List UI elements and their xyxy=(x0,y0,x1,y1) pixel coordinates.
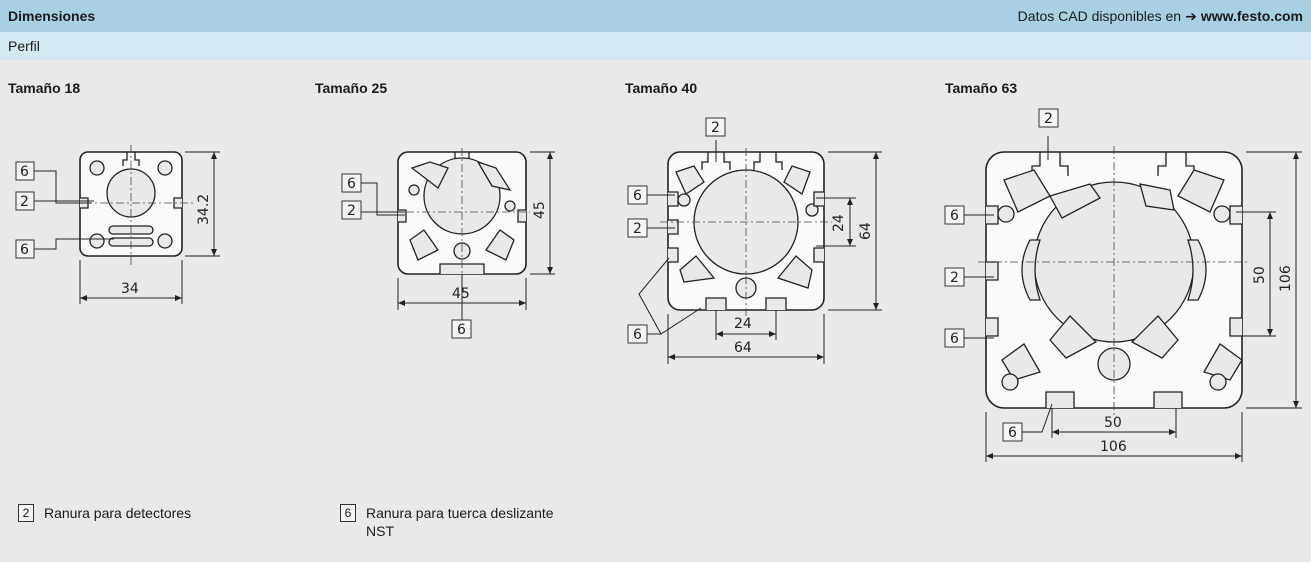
callout-6: 6 xyxy=(457,322,466,338)
legend-line-2: NST xyxy=(366,523,394,539)
dim-inner-height-40: 24 xyxy=(831,214,847,232)
size-40-title: Tamaño 40 xyxy=(625,80,698,96)
callout-6: 6 xyxy=(950,208,959,224)
size-18-title: Tamaño 18 xyxy=(8,80,81,96)
profile-size-63 xyxy=(964,136,1302,462)
callout-2: 2 xyxy=(950,270,959,286)
legend-text: Ranura para tuerca deslizante NST xyxy=(366,504,554,540)
callout-6: 6 xyxy=(633,188,642,204)
arrow-right-icon: ➔ xyxy=(1185,8,1197,24)
section-title: Dimensiones xyxy=(8,8,96,24)
cad-prefix: Datos CAD disponibles en xyxy=(1017,8,1182,24)
section-header: Dimensiones Datos CAD disponibles en➔www… xyxy=(0,0,1311,32)
profile-size-40 xyxy=(638,140,882,364)
size-63-title: Tamaño 63 xyxy=(945,80,1018,96)
dim-width-40: 64 xyxy=(734,340,752,356)
legend-line-1: Ranura para tuerca deslizante xyxy=(366,505,554,521)
callout-6: 6 xyxy=(950,331,959,347)
profile-size-25 xyxy=(361,148,555,320)
legend-item-6: 6 Ranura para tuerca deslizante NST xyxy=(340,504,554,540)
profile-size-18 xyxy=(34,145,220,304)
callout-2: 2 xyxy=(711,120,720,136)
dim-inner-width-40: 24 xyxy=(734,316,752,332)
callout-box xyxy=(1038,108,1059,128)
callout-6: 6 xyxy=(347,176,356,192)
callout-6: 6 xyxy=(20,242,29,258)
callout-box xyxy=(15,239,35,259)
subsection-header: Perfil xyxy=(0,32,1311,60)
dim-width-18: 34 xyxy=(121,281,139,297)
legend-item-2: 2 Ranura para detectores xyxy=(18,504,191,522)
callout-box xyxy=(705,117,726,137)
callout-box xyxy=(451,319,472,339)
callout-2: 2 xyxy=(1044,111,1053,127)
callout-box xyxy=(341,173,362,193)
callout-box xyxy=(944,205,965,225)
callout-2: 2 xyxy=(20,194,29,210)
callout-box xyxy=(627,218,648,238)
callout-box xyxy=(15,161,35,181)
cad-info: Datos CAD disponibles en➔www.festo.com xyxy=(1018,8,1303,25)
dim-height-18: 34.2 xyxy=(196,194,212,225)
dim-width-63: 106 xyxy=(1100,439,1127,455)
callout-box xyxy=(341,200,362,220)
festo-link[interactable]: www.festo.com xyxy=(1200,8,1303,24)
callout-2: 2 xyxy=(633,221,642,237)
dim-inner-height-63: 50 xyxy=(1252,266,1268,284)
legend-number: 6 xyxy=(340,504,356,522)
callout-box xyxy=(627,324,648,344)
callout-box xyxy=(1002,422,1023,442)
callout-box xyxy=(944,267,965,287)
legend-number: 2 xyxy=(18,504,34,522)
dim-height-25: 45 xyxy=(532,201,548,219)
size-25-title: Tamaño 25 xyxy=(315,80,388,96)
callout-2: 2 xyxy=(347,203,356,219)
legend-text: Ranura para detectores xyxy=(44,505,192,521)
dim-inner-width-63: 50 xyxy=(1104,415,1122,431)
callout-6: 6 xyxy=(20,164,29,180)
callout-6: 6 xyxy=(1008,425,1017,441)
callout-6: 6 xyxy=(633,327,642,343)
dim-height-63: 106 xyxy=(1278,265,1294,292)
dim-width-25: 45 xyxy=(452,286,470,302)
callout-box xyxy=(15,191,35,211)
subsection-title: Perfil xyxy=(8,38,40,54)
callout-box xyxy=(944,328,965,348)
dim-height-40: 64 xyxy=(858,222,874,240)
callout-box xyxy=(627,185,648,205)
